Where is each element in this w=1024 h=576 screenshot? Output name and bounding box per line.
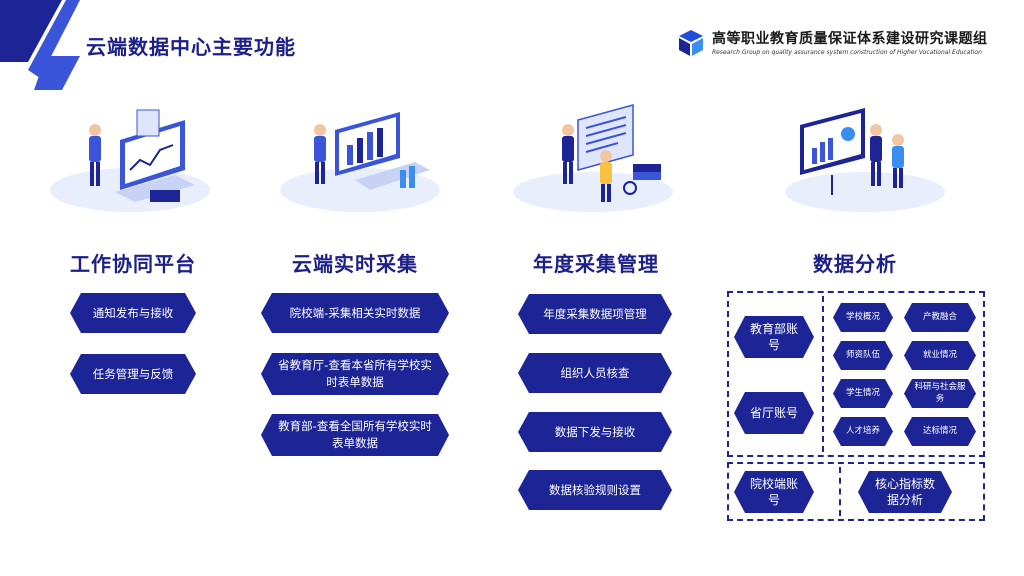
corner-decoration	[0, 0, 80, 90]
data-dispatch-button[interactable]: 数据下发与接收	[518, 412, 672, 452]
school-account-button[interactable]: 院校端账号	[734, 471, 814, 513]
col-title-annual: 年度采集管理	[533, 252, 659, 276]
industry-education-item[interactable]: 产教融合	[904, 303, 976, 332]
research-service-item[interactable]: 科研与社会服务	[904, 379, 976, 408]
validation-rules-button[interactable]: 数据核验规则设置	[518, 470, 672, 510]
box-divider-bottom	[839, 467, 841, 516]
presentation-analysis-illustration	[785, 108, 945, 212]
ministry-account-button[interactable]: 教育部账号	[734, 316, 814, 358]
cube-logo-icon	[679, 30, 703, 56]
student-item[interactable]: 学生情况	[833, 379, 893, 408]
col-title-realtime: 云端实时采集	[292, 252, 418, 276]
compliance-item[interactable]: 达标情况	[904, 417, 976, 446]
org-name-en: Research Group on quality assurance syst…	[712, 49, 982, 56]
org-logo: 高等职业教育质量保证体系建设研究课题组 Research Group on qu…	[676, 26, 996, 66]
analyst-dashboard-illustration	[50, 109, 210, 212]
account-analysis-box	[727, 291, 985, 457]
province-account-button[interactable]: 省厅账号	[734, 392, 814, 434]
core-indicator-button[interactable]: 核心指标数据分析	[858, 471, 952, 513]
province-realtime-button[interactable]: 省教育厅-查看本省所有学校实时表单数据	[261, 353, 449, 395]
box-divider	[822, 296, 824, 452]
data-monitor-illustration	[280, 112, 440, 212]
staff-check-button[interactable]: 组织人员核查	[518, 353, 672, 393]
faculty-item[interactable]: 师资队伍	[833, 341, 893, 370]
employment-item[interactable]: 就业情况	[904, 341, 976, 370]
talent-training-item[interactable]: 人才培养	[833, 417, 893, 446]
school-realtime-button[interactable]: 院校端-采集相关实时数据	[261, 293, 449, 333]
notice-publish-button[interactable]: 通知发布与接收	[70, 293, 196, 333]
col-title-analysis: 数据分析	[813, 252, 897, 276]
page-title: 云端数据中心主要功能	[86, 35, 296, 59]
school-overview-item[interactable]: 学校概况	[833, 303, 893, 332]
task-management-button[interactable]: 任务管理与反馈	[70, 354, 196, 394]
org-name-cn: 高等职业教育质量保证体系建设研究课题组	[712, 31, 988, 47]
annual-item-button[interactable]: 年度采集数据项管理	[518, 294, 672, 334]
school-analysis-box	[727, 462, 985, 521]
col-title-collab: 工作协同平台	[70, 252, 196, 276]
document-review-illustration	[513, 104, 673, 212]
ministry-realtime-button[interactable]: 教育部-查看全国所有学校实时表单数据	[261, 414, 449, 456]
